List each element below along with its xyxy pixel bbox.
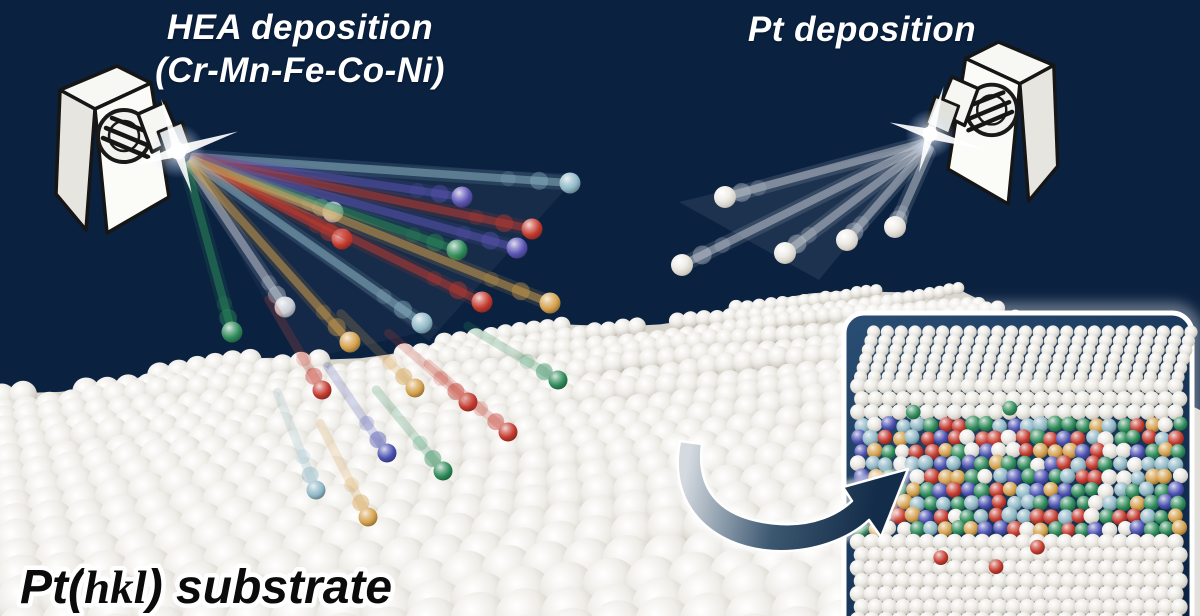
pt-deposition-label: Pt deposition bbox=[712, 8, 1012, 51]
hea-deposition-label-line2: (Cr-Mn-Fe-Co-Ni) bbox=[155, 51, 445, 91]
pt-deposition-label-text: Pt deposition bbox=[747, 10, 977, 49]
pt-atom-beams bbox=[671, 136, 936, 276]
deposited-adatoms bbox=[264, 295, 568, 527]
substrate-label: Pt(hkl) substrate bbox=[20, 561, 392, 614]
hea-deposition-label: HEA deposition (Cr-Mn-Fe-Co-Ni) bbox=[100, 6, 500, 93]
hea-atom-beams bbox=[180, 149, 581, 353]
hea-deposition-label-line1: HEA deposition bbox=[166, 8, 434, 47]
zoom-arrow-icon bbox=[672, 436, 913, 557]
sputter-flash-icons bbox=[134, 86, 985, 193]
